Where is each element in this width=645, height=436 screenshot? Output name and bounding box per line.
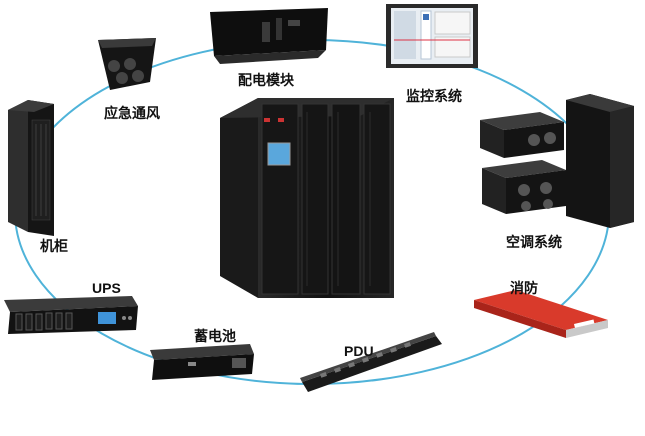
- label-ups: UPS: [92, 280, 121, 296]
- air-conditioning-unit-icon: [480, 94, 634, 228]
- label-battery: 蓄电池: [194, 329, 236, 345]
- label-monitoring: 监控系统: [406, 89, 462, 105]
- pdu-strip-icon: [300, 332, 442, 392]
- hmi-screen-icon: [267, 142, 291, 166]
- label-air-conditioning: 空调系统: [506, 235, 562, 251]
- label-cabinet: 机柜: [40, 239, 68, 255]
- label-pdu: PDU: [344, 343, 374, 359]
- ups-display-icon: [98, 312, 116, 324]
- central-micro-module: [220, 98, 394, 298]
- ups-device-icon: [4, 296, 138, 334]
- rack-cabinet-icon: [8, 100, 54, 236]
- distribution-module-icon: [210, 8, 328, 64]
- ventilation-unit-icon: [98, 38, 156, 90]
- fire-protection-unit-icon: [474, 290, 608, 338]
- label-ventilation: 应急通风: [104, 106, 160, 122]
- battery-module-icon: [150, 344, 254, 380]
- monitoring-screen-icon: [386, 4, 478, 68]
- label-distribution: 配电模块: [238, 73, 294, 89]
- label-fire-protection: 消防: [510, 281, 538, 297]
